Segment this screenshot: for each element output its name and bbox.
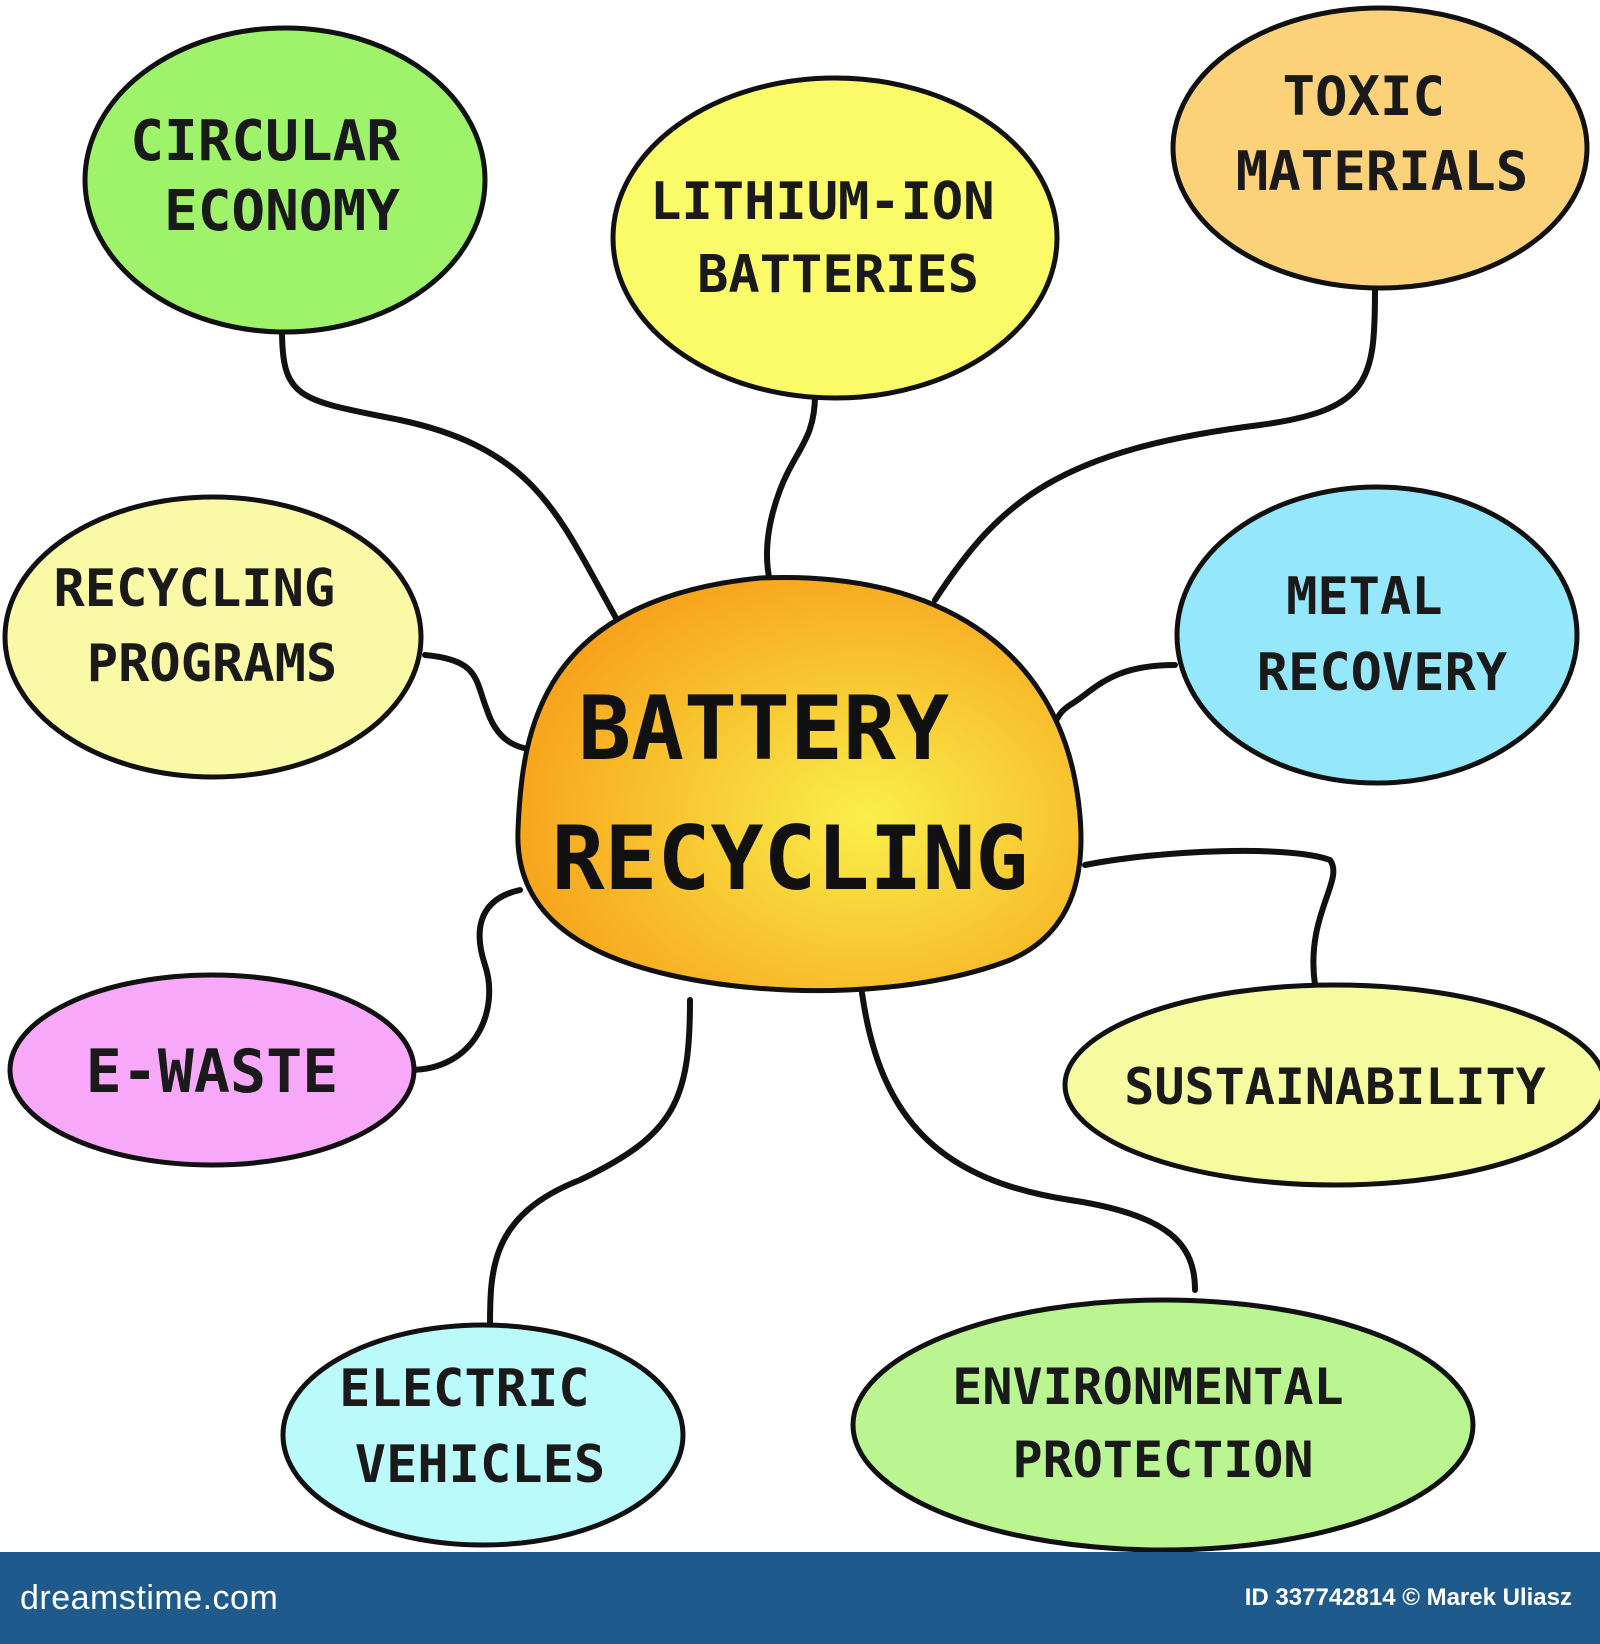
node-sustainability-shape xyxy=(1062,982,1600,1188)
center-node-label: BATTERY RECYCLING xyxy=(552,677,1029,910)
node-lithium-ion-batteries: LITHIUM-ION BATTERIES xyxy=(610,75,1060,401)
node-environmental-protection-shape xyxy=(850,1297,1476,1552)
node-circular-economy-label: CIRCULAR ECONOMY xyxy=(130,109,433,244)
node-metal-recovery-shape xyxy=(1174,484,1580,786)
node-lithium-ion-batteries-shape xyxy=(610,75,1060,401)
node-e-waste-shape xyxy=(7,972,417,1168)
node-electric-vehicles: ELECTRIC VEHICLES xyxy=(280,1322,686,1548)
node-sustainability-label: SUSTAINABILITY xyxy=(1124,1058,1545,1116)
node-sustainability: SUSTAINABILITY xyxy=(1062,982,1600,1188)
node-electric-vehicles-shape xyxy=(280,1322,686,1548)
watermark-footer: dreamstime.com ID 337742814 © Marek Ulia… xyxy=(0,1552,1600,1644)
node-toxic-materials-label: TOXIC MATERIALS xyxy=(1236,65,1529,203)
connector-circular-economy xyxy=(279,327,623,628)
footer-credit: ID 337742814 © Marek Uliasz xyxy=(1244,1584,1572,1611)
node-recycling-programs-shape xyxy=(2,494,424,780)
connector-recycling-programs xyxy=(422,652,538,753)
node-circular-economy: CIRCULAR ECONOMY xyxy=(82,25,488,335)
mind-map-diagram: CIRCULAR ECONOMY LITHIUM-ION BATTERIES T… xyxy=(2,5,1600,1552)
node-electric-vehicles-label: ELECTRIC VEHICLES xyxy=(339,1359,621,1495)
connector-e-waste xyxy=(407,887,523,1073)
connector-metal-recovery xyxy=(1047,662,1178,728)
center-node-shape xyxy=(515,574,1084,994)
node-e-waste-label: E-WASTE xyxy=(86,1037,339,1107)
node-metal-recovery-label: METAL RECOVERY xyxy=(1257,567,1508,703)
node-lithium-ion-batteries-label: LITHIUM-ION BATTERIES xyxy=(650,172,1026,305)
node-environmental-protection: ENVIRONMENTAL PROTECTION xyxy=(850,1297,1476,1552)
node-environmental-protection-label: ENVIRONMENTAL PROTECTION xyxy=(952,1358,1373,1489)
connector-electric-vehicles xyxy=(487,997,693,1331)
connector-toxic-materials xyxy=(932,287,1378,603)
footer-brand: dreamstime.com xyxy=(20,1578,279,1617)
connectors xyxy=(279,287,1378,1331)
node-circular-economy-shape xyxy=(82,25,488,335)
center-node: BATTERY RECYCLING xyxy=(515,574,1084,994)
node-toxic-materials: TOXIC MATERIALS xyxy=(1170,5,1590,291)
node-recycling-programs: RECYCLING PROGRAMS xyxy=(2,494,424,780)
connector-lithium-ion-batteries xyxy=(764,392,818,585)
node-metal-recovery: METAL RECOVERY xyxy=(1174,484,1580,786)
node-toxic-materials-shape xyxy=(1170,5,1590,291)
connector-environmental-protection xyxy=(859,990,1198,1293)
node-e-waste: E-WASTE xyxy=(7,972,417,1168)
node-recycling-programs-label: RECYCLING PROGRAMS xyxy=(53,559,366,694)
connector-sustainability xyxy=(1082,847,1337,988)
